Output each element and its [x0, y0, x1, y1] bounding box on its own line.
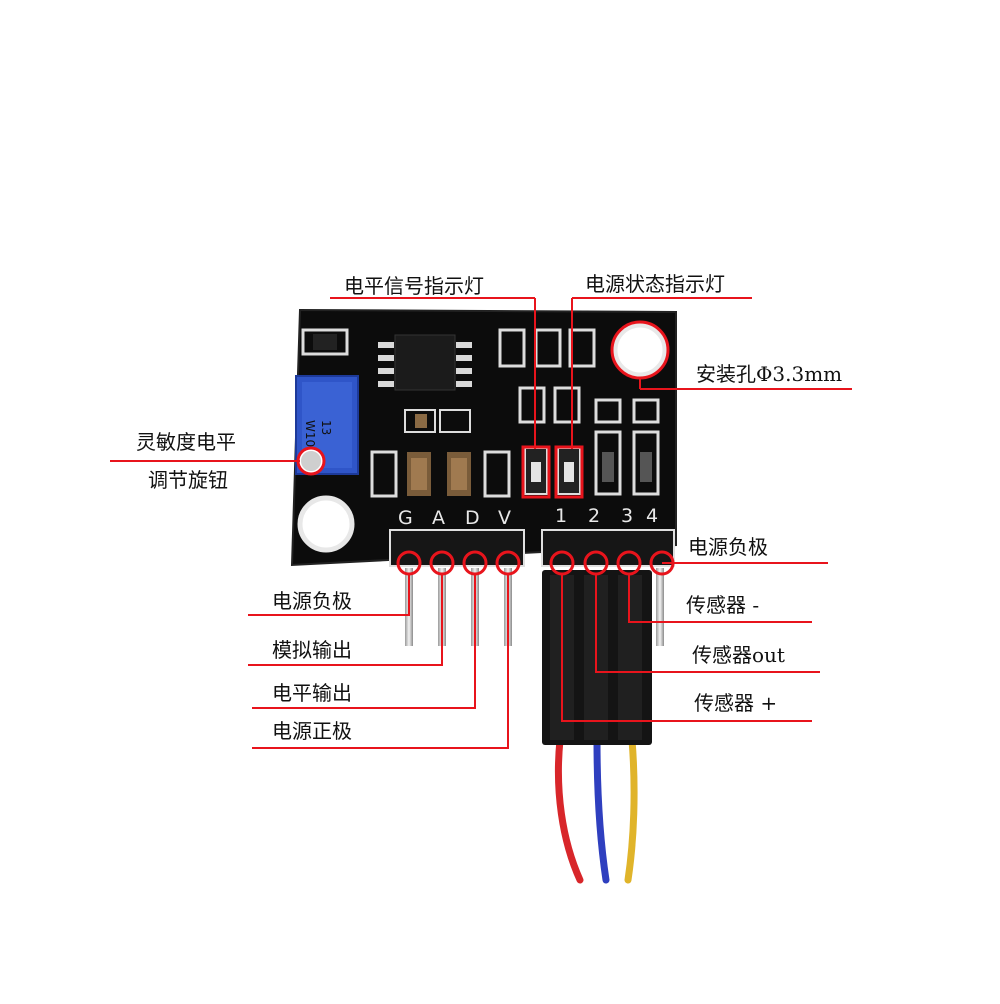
- pin-label-1: 1: [555, 505, 568, 527]
- mount-hole-bottom: [297, 495, 355, 553]
- label-level-output: 电平输出: [272, 681, 352, 705]
- pcb-board: 13 W103: [290, 308, 677, 567]
- label-power-negative-left: 电源负极: [272, 589, 352, 613]
- label-power-positive: 电源正极: [272, 719, 352, 743]
- wire-harness: [554, 736, 638, 884]
- pin-label-3: 3: [621, 505, 634, 527]
- pin-label-4: 4: [646, 505, 659, 527]
- label-sensor-out: 传感器out: [692, 643, 785, 667]
- label-sensitivity-line2: 调节旋钮: [148, 468, 228, 492]
- label-power-negative-right: 电源负极: [688, 535, 768, 559]
- pin-label-g: G: [398, 507, 413, 529]
- smd-component-row: [370, 328, 660, 498]
- left-header-housing: [389, 529, 525, 567]
- pot-text-1: 13: [319, 420, 333, 435]
- left-pin-legs: [405, 568, 512, 646]
- pin-label-d: D: [465, 507, 480, 529]
- red-wire: [554, 736, 584, 884]
- annotation-overlay: [110, 297, 852, 749]
- yellow-wire: [624, 736, 638, 884]
- label-sensor-plus: 传感器 +: [694, 691, 778, 715]
- label-level-indicator: 电平信号指示灯: [344, 274, 484, 298]
- pin-4-leg: [656, 568, 664, 646]
- label-sensitivity-line1: 灵敏度电平: [136, 430, 236, 454]
- mount-hole-top: [612, 322, 668, 378]
- blue-wire: [593, 736, 610, 884]
- label-analog-output: 模拟输出: [272, 638, 352, 662]
- pot-adjust-screw: [299, 449, 323, 473]
- label-sensor-minus: 传感器 -: [686, 593, 760, 617]
- label-power-indicator: 电源状态指示灯: [585, 272, 725, 296]
- pot-text-2: W103: [303, 420, 317, 455]
- pin-label-a: A: [432, 507, 445, 529]
- pin-label-2: 2: [588, 505, 601, 527]
- pin-label-v: V: [498, 507, 511, 529]
- label-mount-hole: 安装孔Φ3.3mm: [696, 362, 843, 386]
